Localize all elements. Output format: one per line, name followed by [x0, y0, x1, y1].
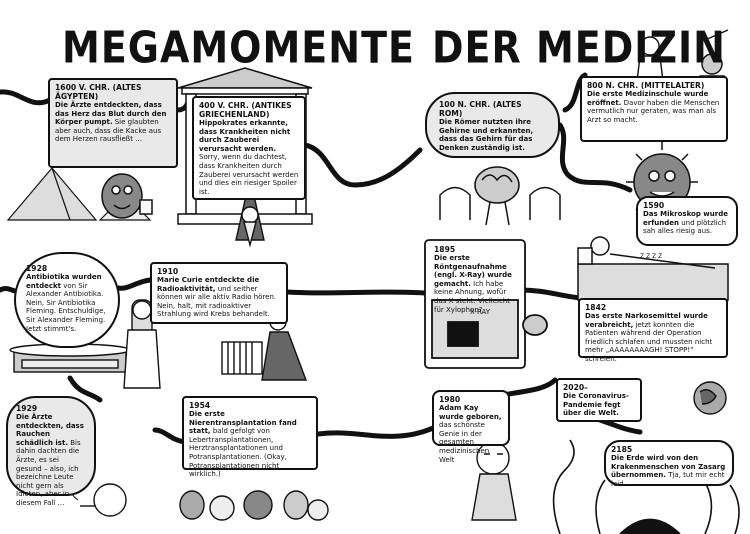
entry-400: 400 V. CHR. (ANTIKES GRIECHENLAND) Hippo…: [192, 96, 306, 200]
entry-1954: 1954 Die erste Nierentransplantation fan…: [182, 396, 318, 478]
entry-2020: 2020– Die Coronavirus-Pandemie fegt über…: [556, 378, 642, 422]
entry-1895-heading: 1895: [434, 245, 456, 254]
entry-1600: 1600 V. CHR. (ALTES ÄGYPTEN) Die Ärzte e…: [48, 78, 178, 168]
entry-100: 100 N. CHR. (ALTES ROM) Die Römer nutzte…: [425, 92, 560, 158]
entry-1842-body: jetzt konnten die Patienten während der …: [585, 320, 713, 363]
entry-400-heading: 400 V. CHR. (ANTIKES GRIECHENLAND): [199, 101, 292, 119]
entry-1895-body-bold: Die erste Röntgenaufnahme (engl. X-Ray) …: [434, 254, 512, 288]
entry-1590-body-bold: Das Mikroskop wurde erfunden: [643, 210, 728, 227]
entry-1600-body: Sie glaubten aber auch, dass die Kacke a…: [55, 118, 162, 144]
entry-2185: 2185 Die Erde wird von den Krakenmensche…: [604, 440, 734, 488]
entry-1954-heading: 1954: [189, 401, 211, 410]
entry-1929: 1929 Die Ärzte entdeckten, dass Rauchen …: [6, 396, 96, 507]
operating-table-illustration: Z Z Z Z: [577, 236, 729, 301]
entry-2185-heading: 2185: [611, 445, 633, 454]
entry-1928-heading: 1928: [26, 264, 48, 273]
entry-1895: 1895 Die erste Röntgenaufnahme (engl. X-…: [432, 244, 520, 314]
entry-1929-body-bold: Die Ärzte entdeckten, dass Rauchen schäd…: [16, 413, 84, 447]
entry-1590: 1590 Das Mikroskop wurde erfunden und pl…: [636, 196, 738, 246]
earth-illustration: [693, 381, 727, 415]
entry-100-body-bold: Die Römer nutzten ihre Gehirne und erkan…: [439, 118, 534, 152]
marie-curie-illustration: [221, 313, 308, 381]
entry-1954-body: bald gefolgt von Lebertransplantationen,…: [189, 427, 287, 479]
title-left: MEGAMOMENTE: [62, 22, 415, 73]
entry-400-body: Sorry, wenn du dachtest, dass Krankheite…: [199, 153, 299, 196]
entry-1910-body: und seither können wir alle aktiv Radio …: [157, 284, 277, 319]
entry-1980-heading: 1980: [439, 395, 461, 404]
adam-kay-illustration: [471, 441, 517, 521]
entry-1590-heading: 1590: [643, 201, 665, 210]
entry-1980: 1980 Adam Kay wurde geboren, das schönst…: [432, 390, 510, 464]
entry-1928-body-bold: Antibiotika wurden entdeckt: [26, 273, 102, 290]
entry-800-body-bold: Die erste Medizinschule wurde eröffnet.: [587, 90, 709, 107]
entry-2020-heading: 2020–: [563, 383, 588, 392]
entry-1929-heading: 1929: [16, 404, 38, 413]
fleming-illustration: [9, 299, 161, 389]
entry-1954-body-bold: Die erste Nierentransplantation fand sta…: [189, 410, 297, 436]
entry-1910: 1910 Marie Curie entdeckte die Radioakti…: [150, 262, 288, 324]
entry-2020-body-bold: Die Coronavirus-Pandemie fegt über die W…: [563, 392, 629, 418]
entry-1910-body-bold: Marie Curie entdeckte die Radioaktivität…: [157, 276, 260, 293]
smoking-illustration: [67, 447, 127, 517]
entry-1895-body: Ich habe keine Ahnung, wofür das X steht…: [434, 279, 511, 314]
entry-1929-body: Bis dahin dachten die Ärzte, es sei gesu…: [16, 438, 81, 507]
entry-100-heading: 100 N. CHR. (ALTES ROM): [439, 100, 522, 118]
entry-1928: 1928 Antibiotika wurden entdeckt von Sir…: [14, 252, 120, 348]
entry-1842: 1842 Das erste Narkosemittel wurde verab…: [578, 298, 728, 363]
entry-1980-body: das schönste Genie in der gesamten mediz…: [439, 421, 490, 464]
timeline-line-row3: [67, 375, 103, 403]
brain-illustration: [439, 166, 561, 226]
entry-1590-body: und plötzlich sah alles riesig aus.: [643, 218, 726, 236]
entry-1928-body: von Sir Alexander Antibiotika. Nein, Sir…: [26, 281, 106, 333]
entry-1980-body-bold: Adam Kay wurde geboren,: [439, 404, 502, 421]
heart-creature-illustration: [101, 173, 153, 219]
entry-400-body-bold: Hippokrates erkannte, dass Krankheiten n…: [199, 119, 291, 153]
entry-1842-body-bold: Das erste Narkosemittel wurde verabreich…: [585, 312, 708, 329]
entry-2185-body-bold: Die Erde wird von den Krakenmenschen von…: [611, 454, 726, 480]
entry-1842-heading: 1842: [585, 303, 607, 312]
entry-1600-body-bold: Die Ärzte entdeckten, dass das Herz das …: [55, 101, 167, 127]
entry-800: 800 N. CHR. (MITTELALTER) Die erste Medi…: [580, 76, 728, 142]
entry-1600-heading: 1600 V. CHR. (ALTES ÄGYPTEN): [55, 83, 142, 101]
organ-characters-illustration: [179, 490, 329, 521]
entry-1910-heading: 1910: [157, 267, 179, 276]
entry-800-body: Davor haben die Menschen vermutlich nur …: [587, 98, 720, 124]
snore-text: Z Z Z Z: [640, 253, 662, 260]
xray-label: X-RAY: [470, 308, 491, 316]
title-right: DER MEDIZIN: [432, 22, 726, 73]
entry-800-heading: 800 N. CHR. (MITTELALTER): [587, 81, 705, 90]
timeline-line-row1: [0, 89, 53, 106]
wizard-illustration: [235, 177, 265, 248]
entry-2185-body: Tja, tut mir echt leid.: [611, 471, 725, 488]
